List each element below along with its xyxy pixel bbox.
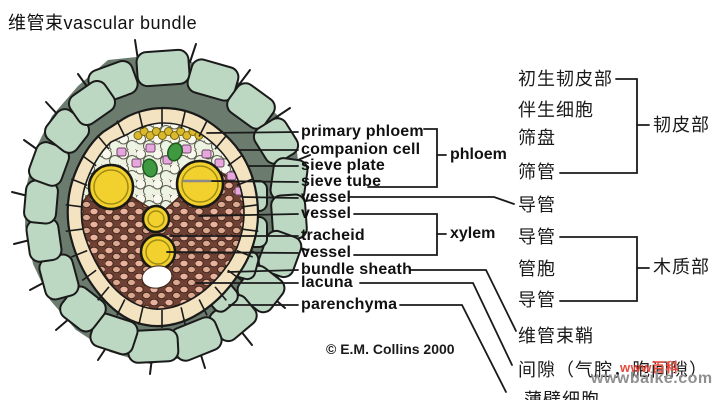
cn-label-sieve-plate: 筛盘 [518, 128, 556, 148]
vessels [87, 159, 225, 271]
label-sieve-tube: sieve tube [301, 173, 382, 190]
vessel-circle-right [175, 159, 225, 209]
lacuna-shape [141, 265, 173, 289]
group-label-xylem: xylem [450, 225, 496, 242]
label-vessel-2: vessel [301, 205, 352, 222]
label-vessel-1: vessel [301, 189, 352, 206]
cn-label-vessel-2: 导管 [518, 227, 556, 247]
label-lacuna: lacuna [301, 274, 353, 291]
vessel-circle-left [87, 163, 135, 211]
leader-lines [166, 78, 650, 393]
label-bundle-sheath: bundle sheath [301, 261, 413, 278]
cn-label-vessel-1: 导管 [518, 195, 556, 215]
cn-phloem-bracket [559, 78, 638, 174]
parenchyma-line [399, 304, 507, 393]
cn-label-lacuna: 间隙（气腔，胞间隙） [518, 360, 708, 380]
copyright-text: © E.M. Collins 2000 [326, 341, 455, 357]
cn-label-bundle-sheath: 维管束鞘 [518, 326, 594, 346]
bundle-sheath-line [409, 269, 517, 332]
cn-label-sieve-tube: 筛管 [518, 162, 556, 182]
label-primary-phloem: primary phloem [301, 123, 424, 140]
cn-label-companion-cell: 伴生细胞 [518, 100, 594, 120]
watermark-brand: www百科 [620, 360, 679, 375]
label-companion-cell: companion cell [301, 141, 421, 158]
lacuna-line [359, 282, 513, 366]
label-parenchyma: parenchyma [301, 296, 398, 313]
cn-label-tracheid: 管胞 [518, 259, 556, 279]
label-vessel-3: vessel [301, 244, 352, 261]
cn-label-parenchyma: 薄壁细胞 [524, 390, 600, 400]
vessel-to-daoguan-line [349, 196, 515, 205]
sheath-inner-boundary [80, 122, 245, 310]
watermark-site: wwwbaike.com [591, 370, 713, 387]
cn-label-primary-phloem: 初生韧皮部 [518, 69, 613, 89]
cn-group-label-xylem: 木质部 [653, 257, 710, 277]
label-sieve-plate: sieve plate [301, 157, 386, 174]
cn-label-vessel-3: 导管 [518, 290, 556, 310]
label-tracheid: tracheid [301, 227, 365, 244]
phloem-bracket [367, 128, 438, 188]
cn-xylem-bracket [559, 236, 638, 302]
vessel-inner-rings [93, 165, 219, 265]
outer-parenchyma-cells [23, 48, 309, 364]
vessel-circle-middle [141, 204, 171, 234]
page-title: 维管束vascular bundle [8, 13, 198, 33]
xylem-bracket [353, 213, 438, 256]
cn-group-label-phloem: 韧皮部 [653, 115, 710, 135]
group-label-phloem: phloem [450, 146, 507, 163]
